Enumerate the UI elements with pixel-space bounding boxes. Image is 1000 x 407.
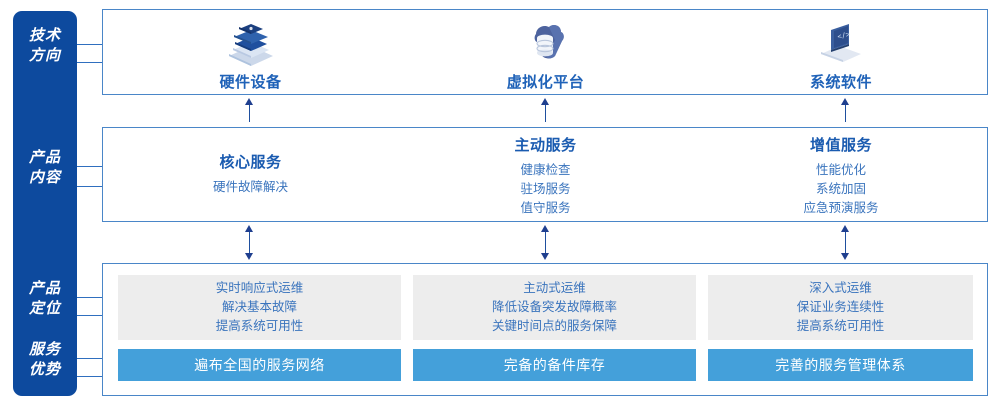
- sidebar-item-tech-direction: 技术 方向: [13, 26, 77, 66]
- sidebar-label-line1: 产品: [28, 280, 61, 297]
- arrow-up-head: [541, 98, 549, 105]
- position-line: 降低设备突发故障概率: [491, 300, 617, 314]
- arrow-down-head: [541, 253, 549, 260]
- connector-stub: [77, 186, 103, 187]
- advantage-bar-label: 遍布全国的服务网络: [194, 357, 325, 373]
- tech-title: 虚拟化平台: [506, 74, 585, 91]
- content-item: 健康检查: [520, 163, 571, 177]
- arrow-up-head: [841, 98, 849, 105]
- position-line: 提高系统可用性: [796, 319, 885, 333]
- connector-stub: [77, 315, 103, 316]
- arrow-up-head: [245, 225, 253, 232]
- content-item: 值守服务: [520, 201, 571, 215]
- sidebar-label-line1: 服务: [28, 341, 61, 358]
- position-line: 解决基本故障: [221, 300, 297, 314]
- sidebar-label-line2: 优势: [28, 361, 61, 378]
- position-line: 实时响应式运维: [215, 281, 304, 295]
- advantage-bar[interactable]: 完善的服务管理体系: [708, 349, 973, 381]
- tech-direction-section: 硬件设备 虚拟化平台: [102, 9, 988, 95]
- sidebar-label-line2: 定位: [28, 300, 61, 317]
- arrow-up-head: [841, 225, 849, 232]
- position-card[interactable]: 主动式运维 降低设备突发故障概率 关键时间点的服务保障: [413, 275, 696, 340]
- advantage-bar[interactable]: 遍布全国的服务网络: [118, 349, 401, 381]
- sidebar-item-product-content: 产品 内容: [13, 148, 77, 188]
- position-line: 关键时间点的服务保障: [491, 319, 617, 333]
- content-item: 系统加固: [815, 182, 866, 196]
- arrow-up-stem: [845, 104, 846, 122]
- sidebar-item-product-position: 产品 定位: [13, 279, 77, 319]
- advantage-bar-label: 完备的备件库存: [503, 357, 606, 373]
- advantage-bar-label: 完善的服务管理体系: [775, 357, 906, 373]
- server-stack-icon: [225, 19, 277, 67]
- content-item: 硬件故障解决: [212, 180, 288, 194]
- arrow-double-stem: [249, 230, 250, 254]
- arrow-up-head: [541, 225, 549, 232]
- arrow-down-head: [245, 253, 253, 260]
- sidebar-item-service-advantage: 服务 优势: [13, 340, 77, 380]
- product-content-section: 核心服务 硬件故障解决 主动服务 健康检查 驻场服务 值守服务 增值服务 性能优…: [102, 127, 988, 222]
- position-line: 主动式运维: [523, 281, 586, 295]
- laptop-code-icon: </>: [815, 19, 867, 67]
- connector-stub: [77, 44, 103, 45]
- svg-text:</>: </>: [837, 30, 851, 41]
- content-item: 性能优化: [815, 163, 866, 177]
- position-card[interactable]: 实时响应式运维 解决基本故障 提高系统可用性: [118, 275, 401, 340]
- connector-stub: [77, 358, 103, 359]
- connector-stub: [77, 166, 103, 167]
- arrow-double-stem: [545, 230, 546, 254]
- position-card[interactable]: 深入式运维 保证业务连续性 提高系统可用性: [708, 275, 973, 340]
- position-line: 保证业务连续性: [796, 300, 885, 314]
- arrow-up-stem: [249, 104, 250, 122]
- sidebar-label-line1: 产品: [28, 149, 61, 166]
- arrow-double-stem: [845, 230, 846, 254]
- connector-stub: [77, 62, 103, 63]
- position-line: 深入式运维: [809, 281, 872, 295]
- content-heading: 核心服务: [219, 154, 282, 171]
- tech-column-system-software[interactable]: </> 系统软件: [693, 10, 989, 94]
- arrow-down-head: [841, 253, 849, 260]
- position-line: 提高系统可用性: [215, 319, 304, 333]
- sidebar-label-line1: 技术: [28, 27, 61, 44]
- tech-column-virtualization[interactable]: 虚拟化平台: [398, 10, 693, 94]
- content-heading: 增值服务: [809, 137, 872, 154]
- content-column-value-added-service[interactable]: 增值服务 性能优化 系统加固 应急预演服务: [693, 134, 989, 218]
- content-column-proactive-service[interactable]: 主动服务 健康检查 驻场服务 值守服务: [398, 134, 693, 218]
- arrow-up-stem: [545, 104, 546, 122]
- advantage-bar[interactable]: 完备的备件库存: [413, 349, 696, 381]
- sidebar-panel: [13, 11, 77, 396]
- tech-title: 硬件设备: [219, 74, 282, 91]
- product-position-section: 实时响应式运维 解决基本故障 提高系统可用性 主动式运维 降低设备突发故障概率 …: [102, 263, 988, 396]
- tech-title: 系统软件: [809, 74, 872, 91]
- tech-column-hardware[interactable]: 硬件设备: [103, 10, 398, 94]
- arrow-up-head: [245, 98, 253, 105]
- connector-stub: [77, 297, 103, 298]
- cloud-database-icon: [520, 19, 572, 67]
- content-column-core-service[interactable]: 核心服务 硬件故障解决: [103, 151, 398, 197]
- sidebar-label-line2: 内容: [28, 169, 61, 186]
- content-item: 应急预演服务: [803, 201, 879, 215]
- connector-stub: [77, 376, 103, 377]
- content-item: 驻场服务: [520, 182, 571, 196]
- sidebar-label-line2: 方向: [28, 47, 61, 64]
- content-heading: 主动服务: [514, 137, 577, 154]
